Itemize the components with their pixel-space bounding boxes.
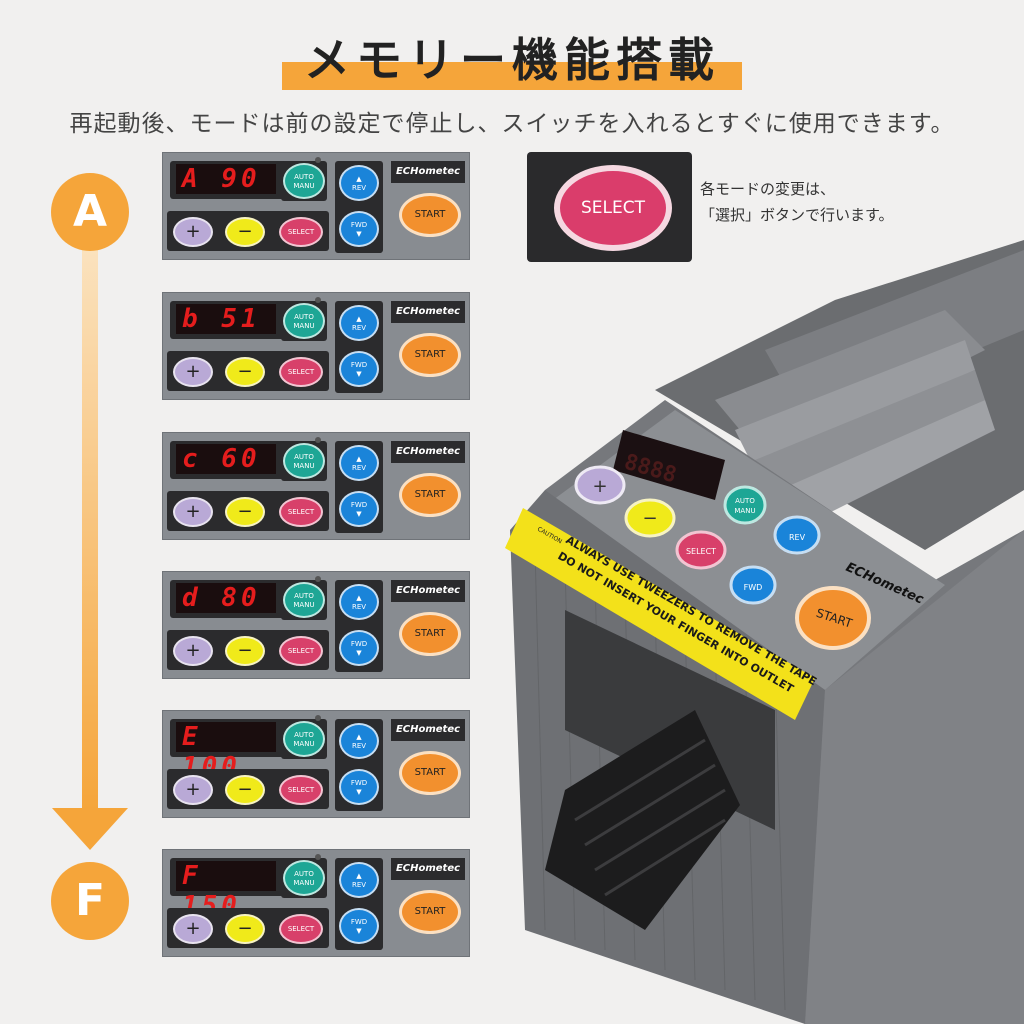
machine-fwd-label: FWD: [744, 583, 763, 592]
page-subtitle: 再起動後、モードは前の設定で停止し、スイッチを入れるとすぐに使用できます。: [69, 111, 955, 137]
fwd-button[interactable]: FWD▼: [339, 211, 379, 247]
minus-button[interactable]: −: [225, 914, 265, 944]
title-block: メモリー機能搭載: [282, 30, 742, 90]
select-note-line2: 「選択」ボタンで行います。: [700, 206, 894, 224]
fwd-button[interactable]: FWD▼: [339, 630, 379, 666]
machine-rev-label: REV: [789, 533, 806, 542]
start-button[interactable]: START: [399, 193, 461, 237]
minus-button[interactable]: −: [225, 217, 265, 247]
rev-button[interactable]: ▲REV: [339, 305, 379, 341]
minus-button[interactable]: −: [225, 497, 265, 527]
select-callout-button[interactable]: SELECT: [554, 165, 672, 251]
mode-display: d 80: [176, 583, 276, 613]
rev-button[interactable]: ▲REV: [339, 862, 379, 898]
select-note-line1: 各モードの変更は、: [700, 180, 836, 198]
brand-logo: ECHometec: [391, 719, 465, 741]
select-button[interactable]: SELECT: [279, 217, 323, 247]
machine-manu-label: MANU: [734, 507, 755, 515]
minus-button[interactable]: −: [225, 357, 265, 387]
mode-end-badge: F: [51, 862, 129, 940]
select-button[interactable]: SELECT: [279, 497, 323, 527]
minus-button[interactable]: −: [225, 775, 265, 805]
fwd-button[interactable]: FWD▼: [339, 351, 379, 387]
tape-dispenser-machine: 8888 + − SELECT AUTO MANU REV FWD START …: [505, 240, 1024, 1024]
brand-logo: ECHometec: [391, 441, 465, 463]
status-led: [315, 715, 321, 721]
start-button[interactable]: START: [399, 890, 461, 934]
mode-display: c 60: [176, 444, 276, 474]
mode-display: E 100: [176, 722, 276, 782]
plus-button[interactable]: +: [173, 636, 213, 666]
fwd-button[interactable]: FWD▼: [339, 491, 379, 527]
brand-logo: ECHometec: [391, 858, 465, 880]
rev-button[interactable]: ▲REV: [339, 445, 379, 481]
select-callout-note: 各モードの変更は、 「選択」ボタンで行います。: [700, 176, 894, 228]
brand-logo: ECHometec: [391, 301, 465, 323]
status-led: [315, 854, 321, 860]
status-led: [315, 157, 321, 163]
plus-button[interactable]: +: [173, 217, 213, 247]
machine-auto-label: AUTO: [735, 497, 755, 505]
fwd-button[interactable]: FWD▼: [339, 769, 379, 805]
mode-sequence-arrow: [52, 240, 128, 850]
page-title: メモリー機能搭載: [304, 33, 720, 87]
status-led: [315, 437, 321, 443]
plus-button[interactable]: +: [173, 357, 213, 387]
plus-button[interactable]: +: [173, 775, 213, 805]
plus-button[interactable]: +: [173, 497, 213, 527]
mode-display: F 150: [176, 861, 276, 921]
rev-button[interactable]: ▲REV: [339, 165, 379, 201]
start-button[interactable]: START: [399, 751, 461, 795]
rev-button[interactable]: ▲REV: [339, 584, 379, 620]
start-button[interactable]: START: [399, 473, 461, 517]
rev-button[interactable]: ▲REV: [339, 723, 379, 759]
brand-logo: ECHometec: [391, 161, 465, 183]
plus-button[interactable]: +: [173, 914, 213, 944]
status-led: [315, 576, 321, 582]
select-button[interactable]: SELECT: [279, 357, 323, 387]
start-button[interactable]: START: [399, 612, 461, 656]
mode-start-badge: A: [51, 173, 129, 251]
fwd-button[interactable]: FWD▼: [339, 908, 379, 944]
status-led: [315, 297, 321, 303]
minus-button[interactable]: −: [225, 636, 265, 666]
mode-display: A 90: [176, 164, 276, 194]
machine-plus-label: +: [592, 476, 607, 497]
title-highlight: [282, 62, 742, 90]
select-button[interactable]: SELECT: [279, 636, 323, 666]
start-button[interactable]: START: [399, 333, 461, 377]
mode-display: b 51: [176, 304, 276, 334]
machine-select-label: SELECT: [686, 547, 716, 556]
machine-minus-label: −: [642, 508, 657, 529]
brand-logo: ECHometec: [391, 580, 465, 602]
select-button[interactable]: SELECT: [279, 914, 323, 944]
select-button[interactable]: SELECT: [279, 775, 323, 805]
